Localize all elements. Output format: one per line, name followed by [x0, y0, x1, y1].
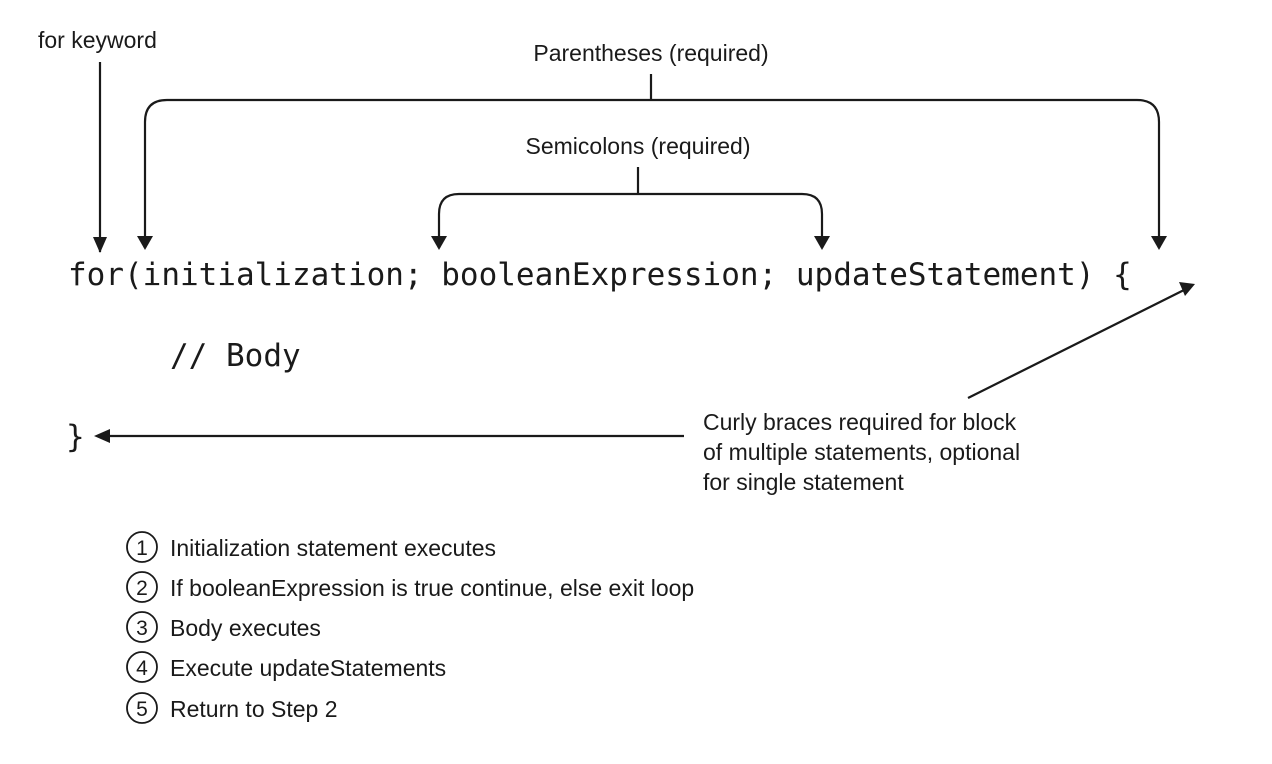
step-text: Return to Step 2 [170, 696, 338, 722]
step-text: If booleanExpression is true continue, e… [170, 575, 694, 601]
body-comment: // Body [170, 338, 301, 374]
parentheses-label: Parentheses (required) [533, 40, 768, 66]
parentheses-right-arrowhead [1151, 236, 1167, 250]
parentheses-left-arrowhead [137, 236, 153, 250]
opening-brace-arrowhead [1179, 282, 1195, 296]
step-number: 1 [136, 537, 148, 560]
step-2: 2 If booleanExpression is true continue,… [126, 571, 694, 603]
step-number: 4 [136, 657, 148, 680]
step-1: 1 Initialization statement executes [126, 531, 496, 563]
curly-braces-note-line-3: for single statement [703, 469, 904, 495]
step-text: Execute updateStatements [170, 655, 446, 681]
steps-list: 1 Initialization statement executes 2 If… [126, 531, 694, 724]
semicolons-right-arrowhead [814, 236, 830, 250]
step-text: Initialization statement executes [170, 535, 496, 561]
step-number: 3 [136, 617, 148, 640]
step-3: 3 Body executes [126, 611, 321, 643]
step-4: 4 Execute updateStatements [126, 651, 446, 683]
curly-braces-note-line-2: of multiple statements, optional [703, 439, 1020, 465]
step-number-circle [126, 531, 158, 563]
parentheses-bracket [143, 98, 1161, 248]
semicolons-bracket [437, 192, 824, 248]
curly-braces-note-line-1: Curly braces required for block [703, 409, 1017, 435]
step-number-circle [126, 692, 158, 724]
step-number-circle [126, 611, 158, 643]
opening-brace-arrow [967, 286, 1191, 399]
semicolons-label: Semicolons (required) [526, 133, 751, 159]
for-statement-line: for(initialization; booleanExpression; u… [68, 257, 1132, 293]
step-5: 5 Return to Step 2 [126, 692, 338, 724]
for-keyword-label: for keyword [38, 27, 157, 53]
step-number: 2 [136, 577, 148, 600]
step-number: 5 [136, 698, 148, 721]
semicolons-left-arrowhead [431, 236, 447, 250]
closing-brace-arrowhead [94, 429, 110, 443]
step-text: Body executes [170, 615, 321, 641]
closing-brace: } [66, 419, 85, 455]
step-number-circle [126, 571, 158, 603]
step-number-circle [126, 651, 158, 683]
